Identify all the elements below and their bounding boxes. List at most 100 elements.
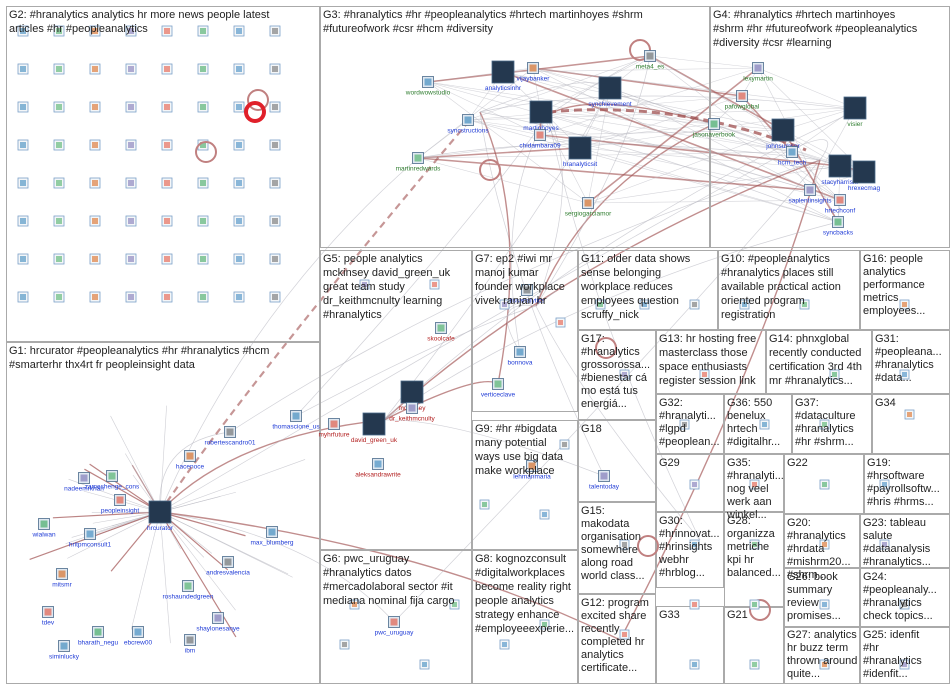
node-avatar-icon[interactable] [619,369,630,380]
node-sergiogarciamor[interactable]: sergiogarciamor [565,197,612,218]
node-avatar-icon[interactable] [499,299,510,310]
node-avatar-icon[interactable] [359,279,370,290]
node-avatar-icon[interactable] [197,63,209,75]
node-avatar-icon[interactable] [233,253,245,265]
node-bharath-negu[interactable]: bharath_negu [78,626,119,647]
node-avatar-icon[interactable] [233,291,245,303]
node-avatar-icon[interactable] [269,215,281,227]
node-avatar-icon[interactable] [125,139,137,151]
node-peopleinsight[interactable]: peopleinsight [101,494,140,515]
node-avatar-icon[interactable] [689,599,700,610]
node-avatar-icon[interactable] [53,139,65,151]
node-avatar-icon[interactable] [419,659,430,670]
node-avatar-icon[interactable] [689,299,700,310]
node-avatar-icon[interactable] [197,177,209,189]
node-avatar-icon[interactable] [17,291,29,303]
node-avatar-icon[interactable] [739,299,750,310]
node-avatar-icon[interactable] [53,25,65,37]
node-wialwan[interactable]: wialwan [31,518,56,539]
node-avatar-icon[interactable] [53,63,65,75]
node-skoolcafe[interactable]: skoolcafe [427,322,455,343]
node-avatar-icon[interactable] [899,369,910,380]
node-avatar-icon[interactable] [197,101,209,113]
node-avatar-icon[interactable] [125,101,137,113]
node-visier[interactable]: visier [843,96,867,128]
node-avatar-icon[interactable] [559,439,570,450]
node-vijaybanker[interactable]: vijaybanker [517,62,551,83]
node-avatar-icon[interactable] [539,509,550,520]
node-hrtechconf[interactable]: hrtechconf [825,194,856,215]
node-shaylonesanye[interactable]: shaylonesanye [196,612,240,633]
node-martinredwards[interactable]: martinredwards [396,152,442,173]
node-avatar-icon[interactable] [17,177,29,189]
node-syncstructions[interactable]: syncstructions [447,114,489,135]
node-avatar-icon[interactable] [197,215,209,227]
node-dr-keithmcnulty[interactable]: dr_keithmcnulty [389,402,436,423]
node-hrcurator[interactable]: hrcurator [147,500,174,532]
node-avatar-icon[interactable] [89,139,101,151]
node-avatar-icon[interactable] [89,63,101,75]
node-avatar-icon[interactable] [269,139,281,151]
node-jasonaverbook[interactable]: jasonaverbook [692,118,736,139]
node-avatar-icon[interactable] [89,101,101,113]
node-avatar-icon[interactable] [619,629,630,640]
node-avatar-icon[interactable] [125,177,137,189]
node-avatar-icon[interactable] [17,101,29,113]
node-avatar-icon[interactable] [269,25,281,37]
node-roshaundedgreen[interactable]: roshaundedgreen [163,580,214,601]
node-martinhoyes[interactable]: martinhoyes [523,100,559,132]
node-avatar-icon[interactable] [349,599,360,610]
node-stacyharrishr[interactable]: stacyharrishr [821,154,859,186]
node-thomascione-us[interactable]: thomascione_us [272,410,320,431]
node-avatar-icon[interactable] [339,639,350,650]
node-avatar-icon[interactable] [899,599,910,610]
node-avatar-icon[interactable] [197,25,209,37]
node-tdev[interactable]: tdev [42,606,55,627]
node-analyticsinhr[interactable]: analyticsinhr [485,60,522,92]
node-avatar-icon[interactable] [749,479,760,490]
node-avatar-icon[interactable] [269,253,281,265]
node-johnsumser[interactable]: johnsumser [765,118,801,150]
node-avatar-icon[interactable] [233,177,245,189]
node-avatar-icon[interactable] [125,291,137,303]
node-avatar-icon[interactable] [689,479,700,490]
node-avatar-icon[interactable] [17,215,29,227]
node-avatar-icon[interactable] [53,253,65,265]
node-avatar-icon[interactable] [233,25,245,37]
node-avatar-icon[interactable] [197,253,209,265]
node-lexymartin[interactable]: lexymartin [743,62,773,83]
node-avatar-icon[interactable] [233,101,245,113]
node-avatar-icon[interactable] [17,63,29,75]
node-siminlucky[interactable]: siminlucky [49,640,80,661]
node-ibm[interactable]: ibm [184,634,196,655]
node-verticeclave[interactable]: verticeclave [481,378,516,399]
node-hacenoce[interactable]: hacenoce [176,450,205,471]
node-avatar-icon[interactable] [161,215,173,227]
node-myhrfuture[interactable]: myhrfuture [318,418,350,439]
node-avatar-icon[interactable] [161,253,173,265]
node-lehmanmaria[interactable]: lehmanmaria [513,460,551,481]
node-chidambara09[interactable]: chidambara09 [519,129,561,150]
node-andresvalencia[interactable]: andresvalencia [206,556,250,577]
node-avatar-icon[interactable] [269,291,281,303]
node-tissanalytics[interactable]: tissanalytics [509,284,545,305]
node-ebcrew00[interactable]: ebcrew00 [124,626,153,647]
node-avatar-icon[interactable] [89,291,101,303]
node-avatar-icon[interactable] [125,253,137,265]
node-zameshenge-cons[interactable]: zameshenge_cons [85,470,140,491]
node-avatar-icon[interactable] [125,25,137,37]
node-avatar-icon[interactable] [499,639,510,650]
node-avatar-icon[interactable] [125,215,137,227]
node-avatar-icon[interactable] [233,215,245,227]
node-avatar-icon[interactable] [161,101,173,113]
node-avatar-icon[interactable] [699,369,710,380]
node-aleksandrawrite[interactable]: aleksandrawrite [355,458,401,479]
node-avatar-icon[interactable] [161,25,173,37]
node-avatar-icon[interactable] [904,409,915,420]
node-avatar-icon[interactable] [879,539,890,550]
node-david-green-uk[interactable]: david_green_uk [351,412,398,444]
node-avatar-icon[interactable] [749,539,760,550]
node-bonnova[interactable]: bonnova [508,346,533,367]
node-avatar-icon[interactable] [17,253,29,265]
node-meta4-es[interactable]: meta4_es [636,50,665,71]
